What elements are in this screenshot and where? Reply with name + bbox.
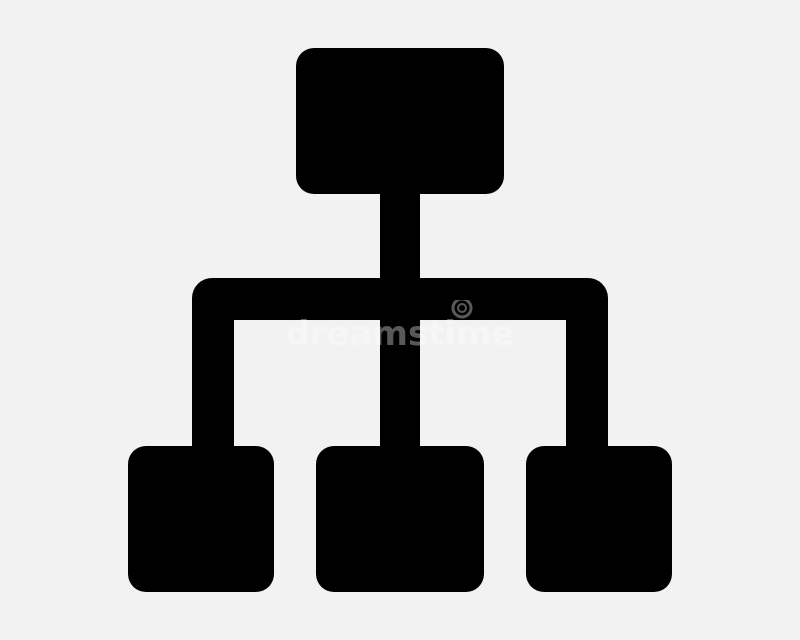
top-node-box (296, 48, 504, 194)
top-stem-line (380, 190, 420, 290)
bottom-right-node-box (526, 446, 672, 592)
left-drop-line (192, 300, 234, 450)
center-drop-line (380, 300, 420, 450)
bottom-center-node-box (316, 446, 484, 592)
bottom-left-node-box (128, 446, 274, 592)
right-drop-line (566, 300, 608, 450)
horizontal-connector (192, 278, 608, 320)
